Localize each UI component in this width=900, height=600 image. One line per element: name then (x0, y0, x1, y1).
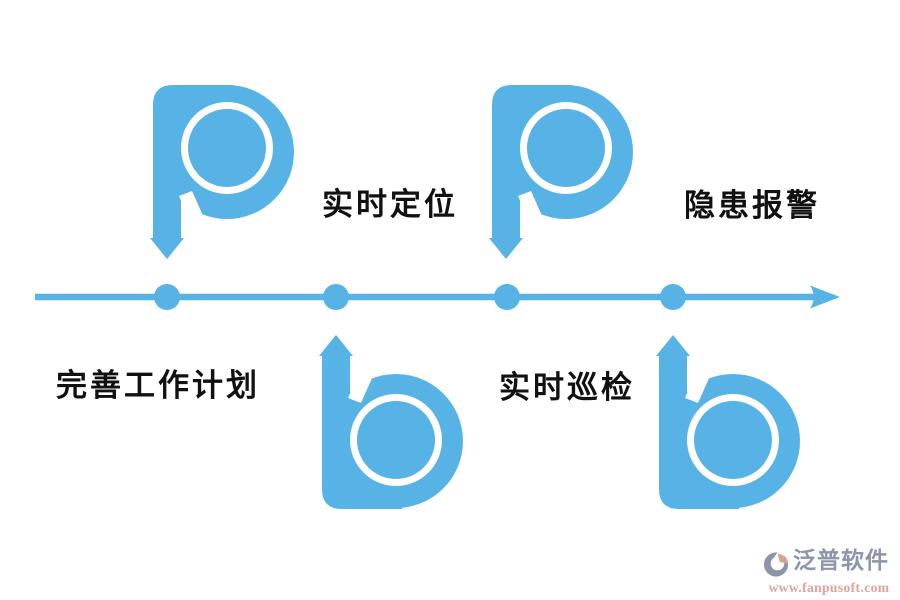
timeline-label-realtime-inspection: 实时巡检 (499, 370, 635, 405)
watermark-url: www.fanpusoft.com (768, 580, 890, 595)
timeline-label-hazard-alarm: 隐患报警 (684, 188, 820, 223)
timeline-node-dot (154, 284, 180, 310)
spiral-b-arrow-up-icon (656, 335, 800, 509)
timeline-axis (35, 284, 840, 310)
timeline-label-work-plan: 完善工作计划 (56, 368, 260, 403)
timeline-node-dot (323, 284, 349, 310)
timeline-node-dot (494, 284, 520, 310)
spiral-b-arrow-up-icon (319, 335, 463, 509)
timeline-label-realtime-positioning: 实时定位 (322, 187, 458, 222)
timeline-node-dot (660, 284, 686, 310)
spiral-p-arrow-down-icon (150, 85, 294, 259)
timeline-arrowhead-icon (810, 285, 840, 309)
spiral-p-arrow-down-icon (489, 85, 633, 259)
watermark: 泛普软件 www.fanpusoft.com (763, 547, 895, 595)
watermark-brand: 泛普软件 (793, 547, 889, 573)
fanpu-logo-icon (763, 550, 789, 577)
